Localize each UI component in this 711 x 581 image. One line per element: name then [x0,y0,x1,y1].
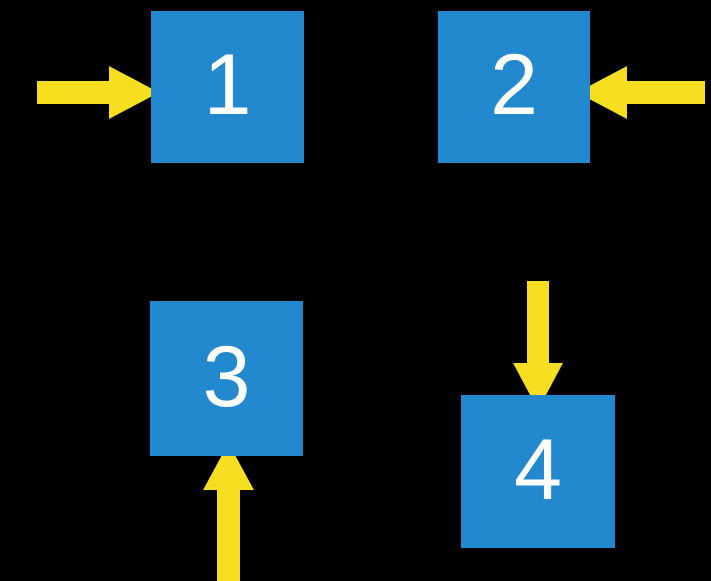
block-3[interactable]: 3 [150,301,303,456]
block-1-label: 1 [203,37,252,133]
arrow-shape [37,66,159,119]
arrow-shape [577,66,705,119]
block-2[interactable]: 2 [438,11,590,163]
block-4[interactable]: 4 [461,395,615,548]
arrow-shape [513,281,563,410]
block-2-label: 2 [490,37,538,133]
arrow-left-into-block-2 [577,66,705,119]
block-1[interactable]: 1 [151,11,304,163]
arrow-shape [203,443,254,581]
arrow-down-into-block-4 [513,281,563,410]
arrow-up-into-block-3 [203,443,254,581]
block-4-label: 4 [514,421,562,518]
arrow-right-into-block-1 [37,66,159,119]
block-3-label: 3 [202,328,251,425]
